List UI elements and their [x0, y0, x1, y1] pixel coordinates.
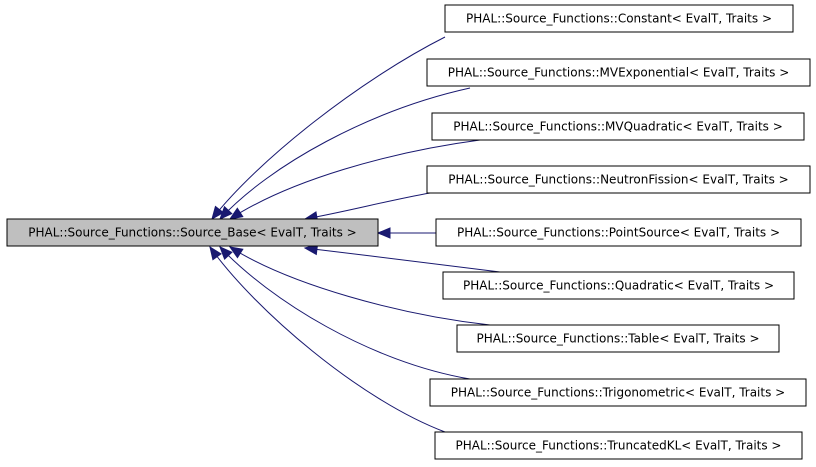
inheritance-arrowhead [228, 246, 244, 259]
inheritance-arrowhead [209, 245, 222, 261]
inheritance-arrowhead [228, 207, 244, 220]
inheritance-edge [228, 139, 481, 220]
inheritance-edge-line [219, 87, 471, 220]
inheritance-edges [209, 36, 501, 433]
derived-class-node[interactable]: PHAL::Source_Functions::MVQuadratic< Eva… [431, 112, 805, 141]
inheritance-edge-line [209, 246, 446, 433]
derived-class-label: PHAL::Source_Functions::PointSource< Eva… [457, 226, 780, 240]
derived-class-label: PHAL::Source_Functions::Quadratic< EvalT… [463, 279, 774, 293]
derived-class-node[interactable]: PHAL::Source_Functions::NeutronFission< … [426, 165, 811, 194]
inheritance-edge-line [229, 139, 481, 220]
inheritance-edge [228, 246, 491, 326]
base-class-node[interactable]: PHAL::Source_Functions::Source_Base< Eva… [6, 218, 379, 247]
inheritance-edge [209, 245, 446, 433]
derived-class-label: PHAL::Source_Functions::Constant< EvalT,… [466, 12, 772, 26]
inheritance-edge-line [219, 246, 471, 380]
derived-class-node[interactable]: PHAL::Source_Functions::Quadratic< EvalT… [442, 271, 795, 300]
inheritance-edge [219, 246, 471, 380]
inheritance-arrowhead [219, 205, 233, 220]
derived-class-label: PHAL::Source_Functions::Table< EvalT, Tr… [476, 332, 759, 346]
inheritance-edge-line [229, 246, 491, 326]
inheritance-edge [211, 36, 446, 221]
derived-class-label: PHAL::Source_Functions::MVExponential< E… [448, 66, 790, 80]
derived-class-label: PHAL::Source_Functions::TruncatedKL< Eva… [456, 439, 782, 453]
class-nodes: PHAL::Source_Functions::Source_Base< Eva… [6, 4, 811, 460]
inheritance-edge-line [304, 192, 431, 220]
derived-class-label: PHAL::Source_Functions::MVQuadratic< Eva… [453, 120, 783, 134]
derived-class-node[interactable]: PHAL::Source_Functions::Trigonometric< E… [429, 378, 807, 407]
derived-class-node[interactable]: PHAL::Source_Functions::Constant< EvalT,… [444, 4, 794, 33]
derived-class-label: PHAL::Source_Functions::Trigonometric< E… [451, 386, 785, 400]
inheritance-edge-line [211, 36, 446, 220]
inheritance-edge-line [304, 247, 501, 273]
inheritance-edge [303, 243, 501, 273]
derived-class-node[interactable]: PHAL::Source_Functions::MVExponential< E… [426, 58, 811, 87]
inheritance-edge [303, 192, 431, 223]
inheritance-arrowhead [219, 246, 233, 261]
derived-class-label: PHAL::Source_Functions::NeutronFission< … [448, 173, 788, 187]
inheritance-arrowhead [376, 227, 391, 239]
inheritance-edge [219, 87, 471, 220]
derived-class-node[interactable]: PHAL::Source_Functions::Table< EvalT, Tr… [456, 324, 780, 353]
derived-class-node[interactable]: PHAL::Source_Functions::TruncatedKL< Eva… [434, 431, 803, 460]
inheritance-arrowhead [211, 205, 225, 221]
base-class-label: PHAL::Source_Functions::Source_Base< Eva… [28, 226, 356, 240]
derived-class-node[interactable]: PHAL::Source_Functions::PointSource< Eva… [435, 218, 802, 247]
inheritance-edge [376, 227, 436, 239]
